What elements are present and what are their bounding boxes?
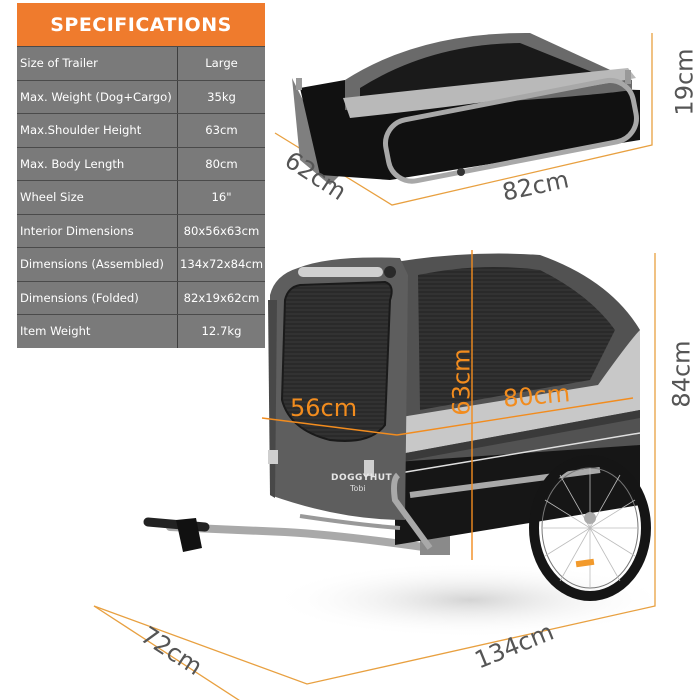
interior-width-label: 56cm <box>290 394 358 422</box>
spec-row-size: Size of Trailer Large <box>17 46 265 80</box>
interior-height-label: 63cm <box>447 348 476 416</box>
assembled-height-label: 84cm <box>667 340 696 408</box>
spec-label: Size of Trailer <box>17 47 178 80</box>
assembled-trailer-image <box>93 250 670 700</box>
interior-length-label: 80cm <box>501 379 572 413</box>
spec-value: 35kg <box>207 89 236 104</box>
spec-label: Interior Dimensions <box>17 214 178 247</box>
spec-row-max-weight: Max. Weight (Dog+Cargo) 35kg <box>17 79 265 113</box>
spec-label: Dimensions (Assembled) <box>17 248 178 281</box>
spec-label: Item Weight <box>17 315 178 348</box>
spec-label: Wheel Size <box>17 181 178 214</box>
spec-row-interior-dimensions: Interior Dimensions 80x56x63cm <box>17 213 265 247</box>
spec-value: 63cm <box>205 123 238 138</box>
spec-row-shoulder-height: Max.Shoulder Height 63cm <box>17 113 265 147</box>
model-name: Tobi <box>350 484 366 493</box>
spec-label: Dimensions (Folded) <box>17 281 178 314</box>
spec-value: 82x19x62cm <box>183 290 260 305</box>
folded-trailer-image <box>274 32 653 206</box>
spec-value: 134x72x84cm <box>179 257 264 272</box>
spec-row-folded-dimensions: Dimensions (Folded) 82x19x62cm <box>17 280 265 314</box>
assembled-dimension-lines <box>93 253 656 685</box>
brand-logo: DOGGYHUT <box>331 473 393 483</box>
specifications-title: SPECIFICATIONS <box>17 3 265 46</box>
spec-value: Large <box>205 56 238 71</box>
spec-value: 16" <box>211 190 232 205</box>
spec-label: Max. Body Length <box>17 147 178 180</box>
spec-value: 80x56x63cm <box>183 223 260 238</box>
spec-row-wheel-size: Wheel Size 16" <box>17 180 265 214</box>
spec-row-item-weight: Item Weight 12.7kg <box>17 314 265 348</box>
folded-height-label: 19cm <box>670 48 699 116</box>
spec-label: Max.Shoulder Height <box>17 114 178 147</box>
spec-row-body-length: Max. Body Length 80cm <box>17 146 265 180</box>
spec-value: 80cm <box>205 156 238 171</box>
spec-value: 12.7kg <box>201 324 242 339</box>
spec-row-assembled-dimensions: Dimensions (Assembled) 134x72x84cm <box>17 247 265 281</box>
specifications-table: SPECIFICATIONS Size of Trailer Large Max… <box>17 3 265 348</box>
spec-label: Max. Weight (Dog+Cargo) <box>17 80 178 113</box>
